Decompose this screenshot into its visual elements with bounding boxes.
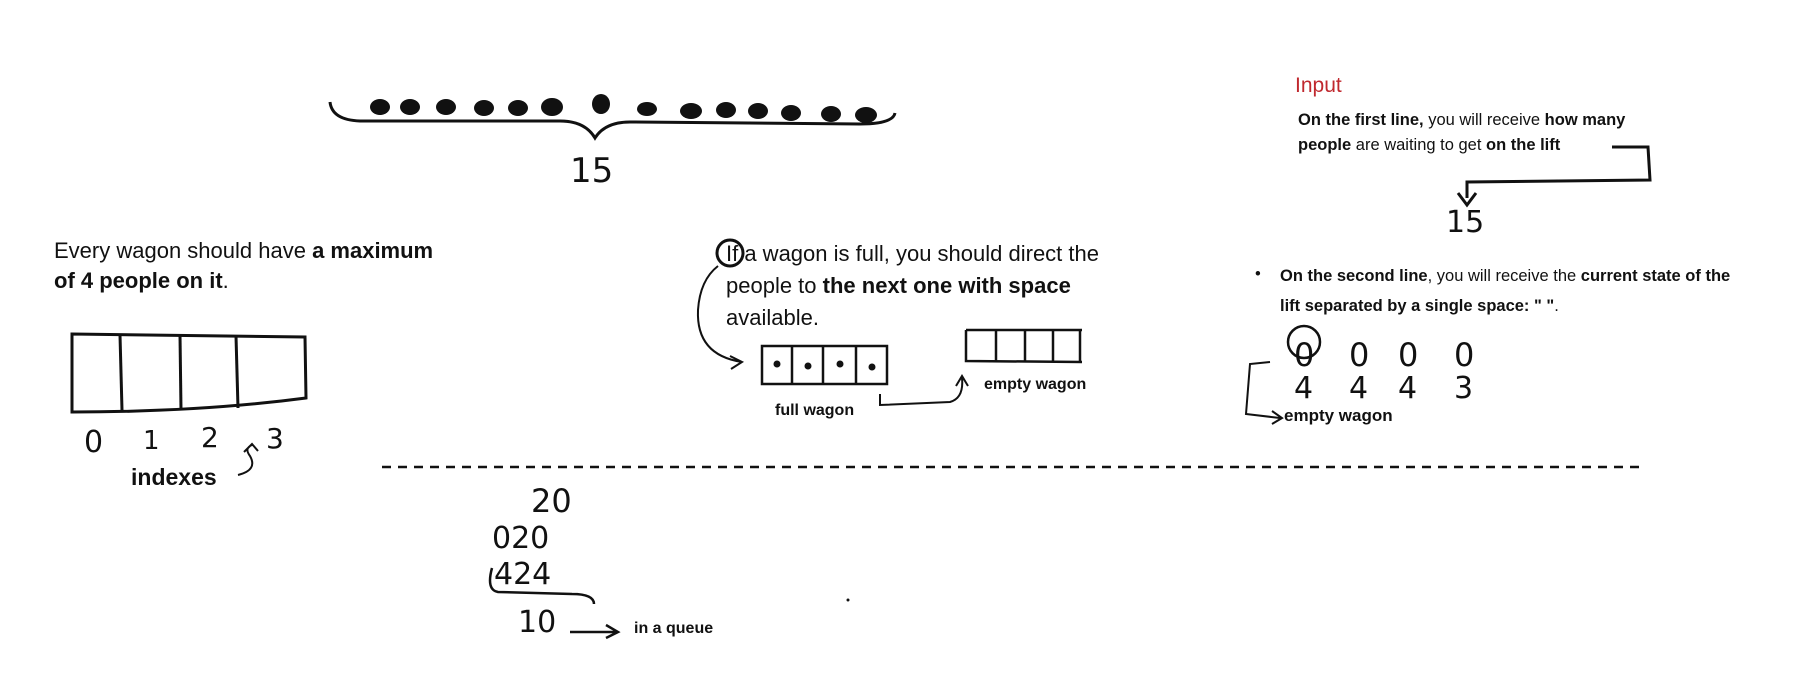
- empty-wagon-sketch: [964, 328, 1083, 364]
- state-top-0: 0: [1294, 336, 1314, 374]
- empty-wagon-pointer: [1244, 361, 1284, 425]
- full-wagon-text: If a wagon is full, you should direct th…: [726, 241, 1099, 330]
- example-row3: 424: [494, 557, 551, 592]
- people-row: [370, 94, 877, 123]
- state-top-3: 0: [1454, 336, 1474, 374]
- full-wagon-label: full wagon: [775, 402, 855, 419]
- empty-wagon-label: empty wagon: [984, 376, 1087, 393]
- lift-state-values: 0 0 0 0 4 4 4 3: [1294, 336, 1474, 406]
- index-2: 2: [201, 421, 219, 454]
- index-3: 3: [266, 422, 284, 455]
- queue-arrow: [570, 623, 621, 640]
- input-people-value: 15: [1446, 205, 1484, 240]
- state-bottom-3: 3: [1454, 371, 1473, 406]
- wagons-sketch: [70, 332, 308, 414]
- input-arrow: [1456, 145, 1652, 208]
- example-row1: 20: [531, 482, 572, 520]
- indexes-label: indexes: [131, 464, 217, 490]
- index-1: 1: [143, 426, 160, 456]
- people-count: 15: [570, 151, 613, 191]
- state-bottom-0: 4: [1294, 371, 1313, 406]
- stray-dot: [846, 598, 850, 602]
- people-brace: [328, 101, 897, 141]
- circled-state-zero: [1286, 324, 1322, 360]
- wagon-indexes: 0 1 2 3: [84, 421, 284, 460]
- full-to-empty-arrow: [879, 374, 969, 407]
- circle-to-wagon-arrow: [696, 265, 745, 370]
- full-wagon-sketch: [760, 344, 889, 386]
- wagon-capacity-text: Every wagon should have a maximum of 4 p…: [54, 238, 434, 293]
- input-first-line-text: On the first line, you will receive how …: [1298, 111, 1626, 154]
- example-calc: 20 020 424 10: [488, 482, 621, 640]
- input-bullet: •: [1255, 265, 1261, 283]
- input-second-line-body: On the second line, you will receive the…: [1280, 267, 1731, 315]
- circled-i-marker: [715, 238, 745, 268]
- example-row2: 020: [492, 521, 549, 556]
- state-bottom-2: 4: [1398, 371, 1417, 406]
- full-wagon-people: [773, 360, 876, 371]
- input-title: Input: [1295, 74, 1342, 97]
- state-top-1: 0: [1349, 336, 1369, 374]
- queue-label: in a queue: [634, 620, 714, 637]
- state-bottom-1: 4: [1349, 371, 1368, 406]
- indexes-arrow: [237, 442, 259, 476]
- example-result: 10: [518, 605, 556, 640]
- state-empty-wagon-label: empty wagon: [1284, 406, 1393, 425]
- example-brace: [488, 567, 596, 605]
- state-top-2: 0: [1398, 336, 1418, 374]
- index-0: 0: [84, 425, 103, 460]
